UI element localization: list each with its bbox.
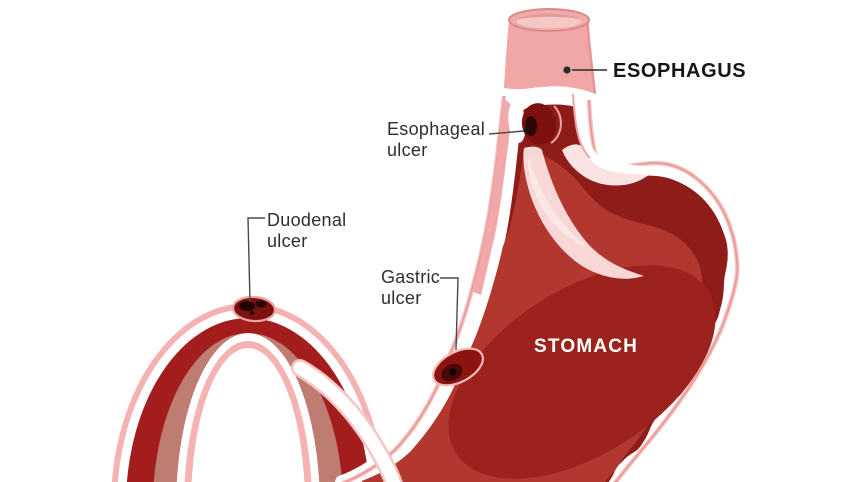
esophagus-leader [563, 66, 607, 74]
esophagus-leader-dot [563, 66, 571, 74]
leader-lines [247, 66, 607, 351]
esophageal-ulcer-spot [525, 116, 537, 136]
esophageal-ulcer-ring [550, 105, 562, 144]
esophageal-ulcer-leader-dot [524, 127, 530, 133]
stomach-label: STOMACH [534, 336, 639, 357]
cardia-mucosa-funnel-light [527, 156, 586, 246]
duodenal-ulcer-spot [255, 300, 267, 308]
gastric-ulcer-dot [449, 368, 457, 376]
esophageal-ulcer-label: Esophageal ulcer [387, 119, 486, 160]
duodenal-ulcer-marker [231, 295, 277, 323]
duodenal-ulcer-label: Duodenal ulcer [267, 210, 347, 251]
cardia-pink-wall [473, 98, 513, 295]
duodenal-ulcer-spot [239, 301, 255, 311]
esophagus-label: ESOPHAGUS [613, 60, 747, 82]
duodenum-wall [126, 318, 370, 482]
duodenal-ulcer-leader [247, 217, 265, 303]
cardia-junction-band-edge [572, 93, 591, 159]
esophagus-opening-inner [516, 14, 582, 29]
duodenal-ulcer-spot [250, 311, 254, 315]
esophagus-opening-shadow [516, 14, 582, 21]
cardia-junction-band [573, 93, 649, 176]
gastric-ulcer-leader [440, 277, 459, 351]
pyloric-channel [293, 361, 401, 482]
stomach-shape [291, 86, 746, 482]
esophageal-ulcer-leader [488, 127, 530, 135]
stomach-inner-oval [448, 265, 716, 479]
gastric-ulcer-label: Gastric ulcer [381, 267, 441, 308]
